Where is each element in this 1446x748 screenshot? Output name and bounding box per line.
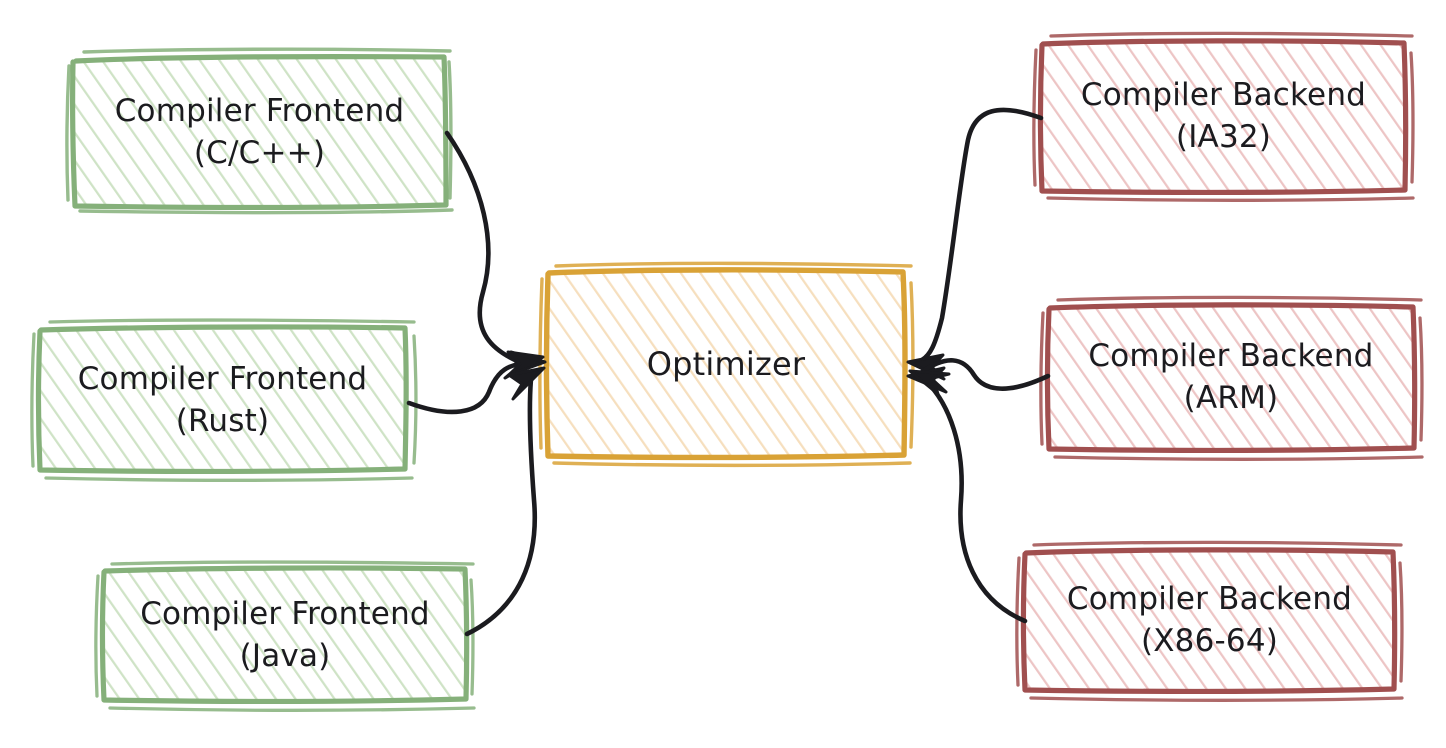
node-backend-x86-outline-2 bbox=[1015, 540, 1404, 702]
edge-x86-to-optimizer-arrowhead bbox=[908, 369, 951, 396]
edge-java-to-optimizer-arrowhead bbox=[507, 366, 546, 401]
edge-rust-to-optimizer-arrowhead bbox=[507, 350, 547, 377]
node-frontend-java-outline-2 bbox=[94, 560, 476, 712]
node-optimizer-fill bbox=[547, 271, 905, 457]
node-optimizer-outline bbox=[543, 267, 908, 461]
node-frontend-rust[interactable] bbox=[30, 318, 418, 482]
edge-rust-to-optimizer-line bbox=[406, 360, 535, 415]
node-backend-arm-outline bbox=[1044, 302, 1418, 453]
node-backend-x86-fill bbox=[1024, 550, 1395, 691]
edge-x86-to-optimizer-line bbox=[922, 377, 1028, 624]
node-backend-ia32[interactable] bbox=[1032, 31, 1415, 202]
node-backend-ia32-outline-2 bbox=[1032, 31, 1415, 202]
node-frontend-java-fill bbox=[103, 569, 467, 702]
node-frontend-c-outline bbox=[70, 54, 449, 210]
node-backend-ia32-outline bbox=[1037, 38, 1409, 195]
node-optimizer-outline-2 bbox=[538, 261, 915, 467]
edge-c-to-optimizer-line bbox=[444, 130, 533, 369]
edge-java-to-optimizer-line bbox=[464, 376, 538, 637]
node-frontend-rust-fill bbox=[39, 329, 407, 472]
node-backend-ia32-fill bbox=[1041, 41, 1406, 192]
edge-x86-to-optimizer[interactable] bbox=[908, 369, 1028, 624]
node-backend-arm[interactable] bbox=[1039, 295, 1424, 461]
edge-arm-to-optimizer-line bbox=[919, 358, 1051, 391]
node-backend-x86[interactable] bbox=[1015, 540, 1404, 702]
node-backend-arm-outline-2 bbox=[1039, 295, 1424, 461]
edge-ia32-to-optimizer[interactable] bbox=[906, 107, 1044, 381]
node-backend-arm-fill bbox=[1048, 305, 1415, 450]
node-frontend-c[interactable] bbox=[65, 47, 454, 215]
edge-ia32-to-optimizer-line bbox=[919, 107, 1044, 363]
node-backend-x86-outline bbox=[1020, 547, 1398, 694]
edge-rust-to-optimizer[interactable] bbox=[406, 350, 547, 415]
node-optimizer[interactable] bbox=[538, 261, 915, 467]
node-frontend-c-fill bbox=[74, 55, 447, 207]
edge-java-to-optimizer[interactable] bbox=[464, 366, 546, 637]
node-frontend-java[interactable] bbox=[94, 560, 476, 712]
node-frontend-c-outline-2 bbox=[65, 47, 454, 215]
edge-c-to-optimizer[interactable] bbox=[444, 130, 545, 380]
node-frontend-rust-outline bbox=[35, 324, 409, 474]
